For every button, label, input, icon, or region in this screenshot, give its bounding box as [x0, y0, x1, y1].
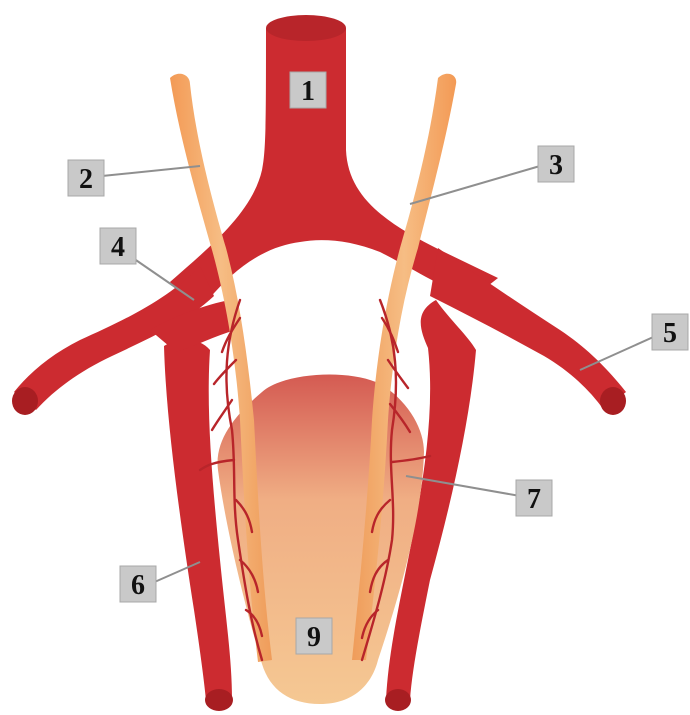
right-descending-end: [385, 689, 411, 711]
label-4-text: 4: [111, 232, 125, 263]
label-3: 3: [538, 146, 574, 182]
trunk-cap: [266, 15, 346, 41]
leader-2: [102, 166, 200, 176]
label-3-text: 3: [549, 150, 563, 181]
label-1: 1: [290, 72, 326, 108]
label-9-text: 9: [307, 622, 321, 653]
label-4: 4: [100, 228, 136, 264]
label-7-text: 7: [527, 484, 541, 515]
label-5-text: 5: [663, 318, 677, 349]
label-7: 7: [516, 480, 552, 516]
label-1-text: 1: [301, 76, 315, 107]
label-5: 5: [652, 314, 688, 350]
left-descending-end: [205, 689, 233, 711]
left-outer-end: [12, 387, 38, 415]
leader-5: [580, 334, 660, 370]
label-6-text: 6: [131, 570, 145, 601]
label-6: 6: [120, 566, 156, 602]
label-9: 9: [296, 618, 332, 654]
right-outer-end: [600, 387, 626, 415]
label-2-text: 2: [79, 164, 93, 195]
label-2: 2: [68, 160, 104, 196]
left-descending-branch: [164, 340, 232, 700]
